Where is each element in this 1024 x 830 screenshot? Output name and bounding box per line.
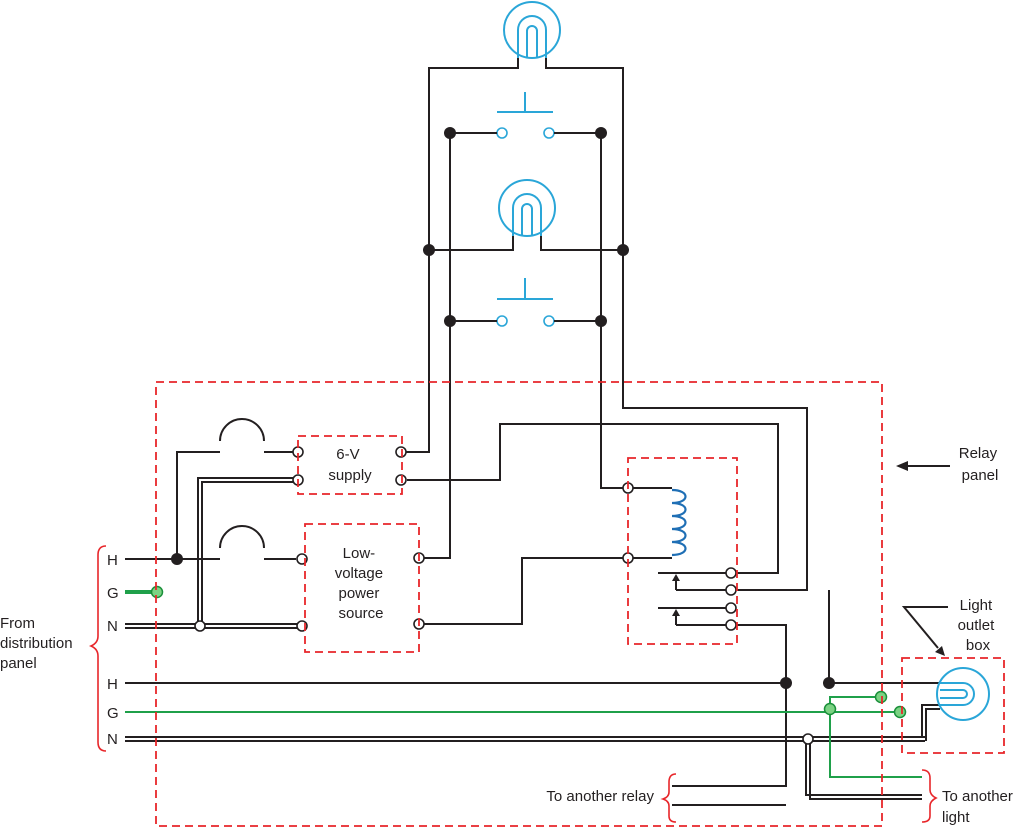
relay-coil — [629, 487, 687, 559]
middle-pushbutton — [496, 278, 555, 327]
relay-panel-label: Relay panel — [959, 445, 1002, 484]
to-another-light-label: To another light — [942, 788, 1017, 826]
relay-panel-enclosure — [155, 381, 883, 827]
ground-junction-dots — [150, 585, 907, 719]
supply-label: 6-V supply — [328, 446, 372, 484]
another-light-brace — [921, 769, 938, 823]
relay-contacts — [658, 572, 730, 626]
relay-panel-arrow — [896, 461, 950, 471]
distribution-panel-label: From distribution panel — [0, 615, 77, 672]
to-another-relay-label: To another relay — [546, 788, 654, 805]
distribution-brace — [88, 545, 107, 752]
low-voltage-label: Low- voltage power source — [335, 545, 388, 622]
terminal-h-bottom: H — [107, 676, 118, 693]
top-lamp — [503, 1, 561, 59]
terminal-g-top: G — [107, 585, 119, 602]
open-terminals — [194, 446, 814, 745]
terminal-g-bottom: G — [107, 705, 119, 722]
top-pushbutton — [496, 92, 555, 139]
middle-lamp — [498, 179, 556, 237]
terminal-h-top: H — [107, 552, 118, 569]
ground-wiring — [125, 590, 922, 778]
supply-enclosure — [297, 435, 403, 495]
line-voltage-wiring — [125, 418, 940, 806]
outlet-lamp — [936, 667, 990, 721]
junction-dots — [171, 127, 835, 689]
another-relay-brace — [660, 773, 677, 823]
outlet-box-arrow — [901, 606, 948, 656]
terminal-n-bottom: N — [107, 731, 118, 748]
low-voltage-enclosure — [304, 523, 420, 653]
light-outlet-box-label: Light outlet box — [958, 597, 999, 654]
control-wiring — [403, 58, 808, 625]
light-outlet-box-enclosure — [901, 657, 1005, 754]
terminal-n-top: N — [107, 618, 118, 635]
relay-enclosure — [627, 457, 738, 645]
